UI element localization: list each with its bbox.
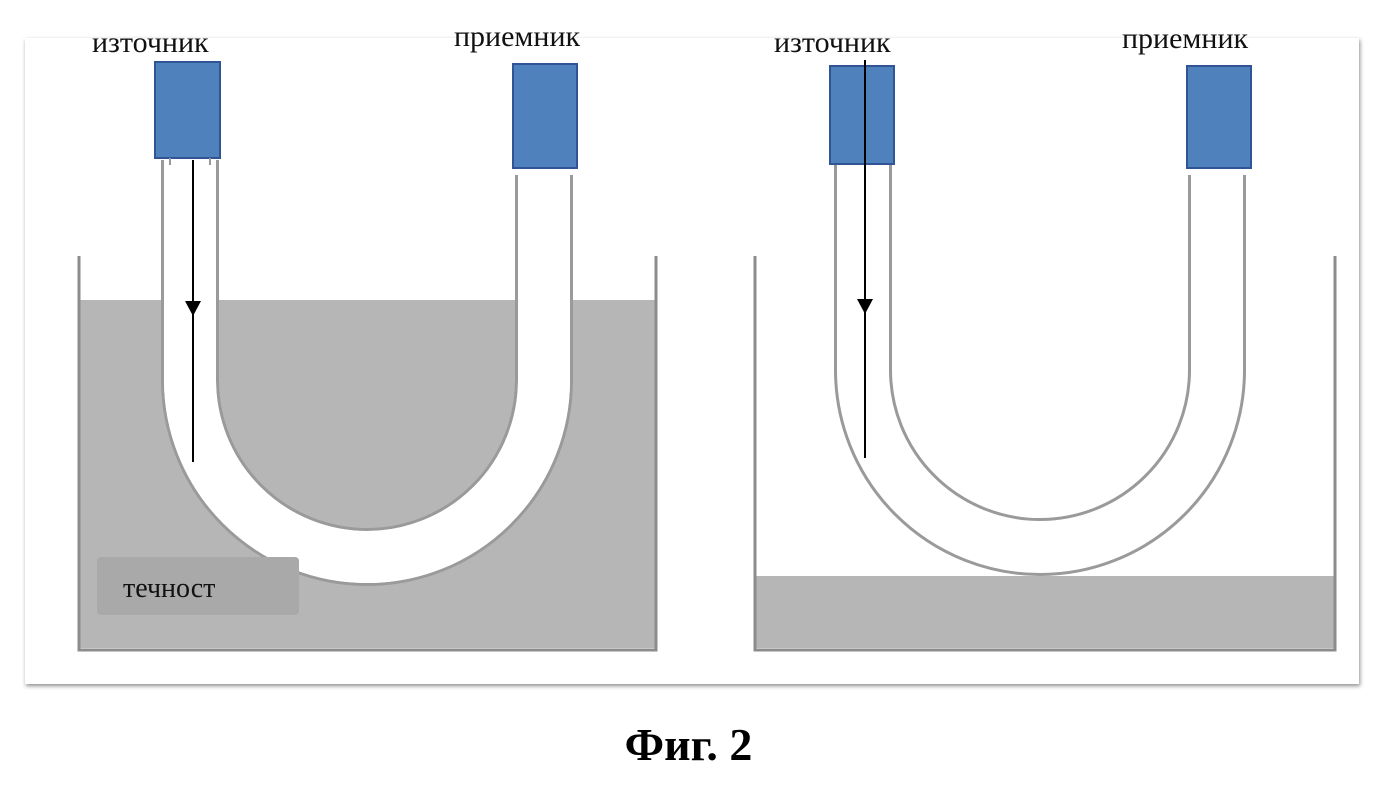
left-setup: течност източник приемник bbox=[77, 20, 658, 652]
left-container bbox=[77, 256, 658, 652]
left-source-label: източник bbox=[92, 26, 209, 59]
right-arrow-head bbox=[857, 299, 873, 314]
right-source-label: източник bbox=[774, 26, 891, 59]
left-arrow-head bbox=[185, 301, 201, 316]
right-container bbox=[753, 256, 1337, 652]
left-source-sensor bbox=[154, 61, 221, 159]
right-receiver-sensor bbox=[1186, 65, 1252, 169]
right-liquid bbox=[756, 576, 1334, 648]
right-setup: източник приемник bbox=[753, 22, 1337, 652]
right-source-sensor bbox=[829, 65, 895, 165]
liquid-label: течност bbox=[123, 573, 215, 604]
liquid-label-box bbox=[97, 557, 299, 615]
left-receiver-sensor bbox=[512, 63, 578, 169]
right-receiver-label: приемник bbox=[1122, 22, 1249, 55]
figure-caption: Фиг. 2 bbox=[624, 719, 753, 770]
left-receiver-label: приемник bbox=[454, 20, 581, 53]
